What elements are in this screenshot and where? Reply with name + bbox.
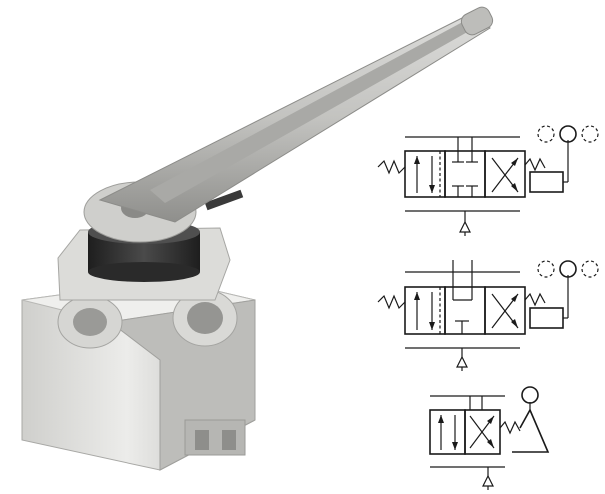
valve-symbol-icon [377, 125, 599, 236]
lever-handle [98, 6, 494, 223]
valve-symbol-icon [377, 260, 599, 371]
valve-port-left [57, 295, 123, 349]
valve-illustration [21, 6, 494, 471]
valve-symbol-icon [429, 386, 550, 490]
